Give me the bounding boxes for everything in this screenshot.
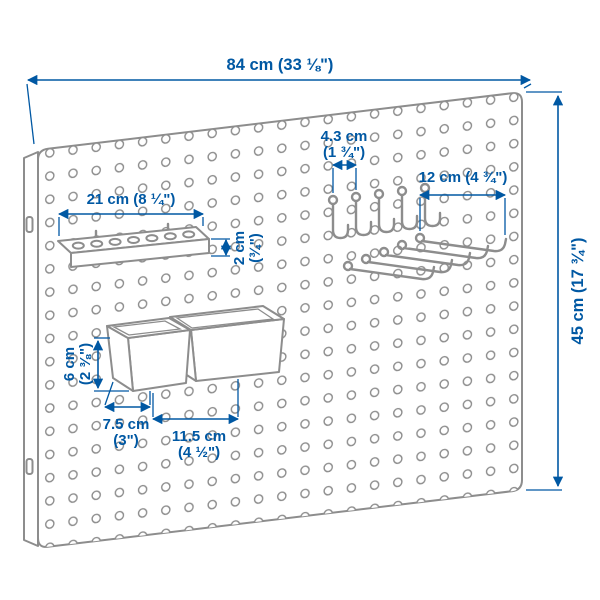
pegboard-mounting-slot-bottom bbox=[25, 458, 34, 475]
dimension-long-hook: 12 cm (4 ¾") bbox=[419, 169, 508, 235]
tool-rail-hole bbox=[127, 236, 140, 244]
tool-rail-front bbox=[70, 238, 210, 268]
board-height-label: 45 cm (17 ¾") bbox=[569, 238, 587, 345]
tool-rail-hole bbox=[108, 237, 122, 246]
small-hook-label-line2: (1 ¾") bbox=[323, 144, 365, 161]
tool-rail bbox=[57, 222, 210, 268]
bin-small-front bbox=[127, 329, 191, 392]
dimension-rail-width: 21 cm (8 ¼") bbox=[57, 191, 205, 236]
dimension-bin-height: 6 cm (2 ⅜") bbox=[61, 337, 129, 392]
tool-rail-hole bbox=[182, 230, 196, 239]
dimension-board-width: 84 cm (33 ⅛") bbox=[26, 56, 532, 145]
dimension-small-hook: 4.3 cm (1 ¾") bbox=[321, 128, 368, 193]
tool-rail-hole bbox=[163, 232, 177, 241]
dimension-bin-small-width: 7.5 cm (3") bbox=[103, 381, 152, 449]
bin-large-opening bbox=[175, 308, 275, 329]
extension-line bbox=[104, 381, 114, 406]
tool-rail-hole bbox=[71, 241, 85, 250]
tool-rail-hole bbox=[90, 239, 104, 248]
bin-small-width-label-line2: (3") bbox=[113, 432, 138, 449]
bin-small bbox=[106, 317, 191, 392]
dimension-bin-large-width: 11.5 cm (4 ½") bbox=[151, 379, 240, 461]
bin-small-opening bbox=[111, 320, 183, 336]
extension-line bbox=[523, 83, 532, 89]
dimension-rail-height: 2 cm (¾") bbox=[211, 231, 264, 265]
extension-line bbox=[26, 83, 35, 145]
bin-height-label-line2: (2 ⅜") bbox=[77, 343, 94, 385]
bin-large-width-label-line1: 11.5 cm bbox=[172, 428, 226, 445]
dimension-board-height: 45 cm (17 ¾") bbox=[526, 91, 587, 491]
rail-width-label: 21 cm (8 ¼") bbox=[87, 191, 176, 208]
bin-small-width-label-line1: 7.5 cm bbox=[103, 416, 150, 433]
bin-large-width-label-line2: (4 ½") bbox=[178, 444, 220, 461]
pegboard-side-edge bbox=[23, 151, 39, 547]
board-width-label: 84 cm (33 ⅛") bbox=[227, 56, 334, 74]
storage-bins bbox=[106, 305, 285, 392]
bin-height-label-line1: 6 cm bbox=[61, 347, 78, 381]
rail-height-label-line1: 2 cm bbox=[231, 231, 248, 265]
small-hook-label-line1: 4.3 cm bbox=[321, 128, 368, 145]
long-hook-label: 12 cm (4 ¾") bbox=[419, 169, 508, 186]
pegboard-mounting-slot-top bbox=[25, 216, 34, 233]
tool-rail-hole bbox=[145, 234, 159, 243]
rail-height-label-line2: (¾") bbox=[247, 233, 264, 263]
